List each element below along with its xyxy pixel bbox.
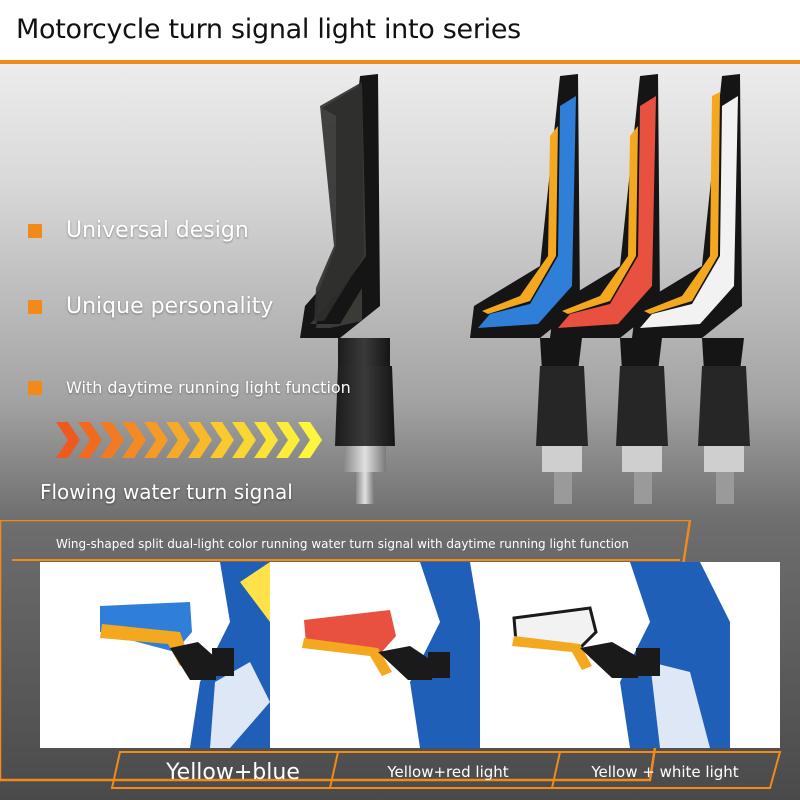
lamp-unit-blue: [470, 74, 588, 504]
photo-yellow-white: [480, 562, 780, 748]
flowing-signal-label: Flowing water turn signal: [40, 480, 293, 504]
turn-signal-lights-colored: [470, 74, 750, 504]
bullet-square-icon: [28, 380, 42, 395]
chevron-icon: [254, 422, 278, 458]
caption-yellow-white: Yellow + white light: [591, 763, 739, 781]
feature-unique-personality: Unique personality: [28, 294, 273, 319]
chevron-icon: [78, 422, 102, 458]
flowing-chevron-arrows-icon: [56, 422, 322, 458]
chevron-icon: [122, 422, 146, 458]
chevron-icon: [232, 422, 256, 458]
chevron-icon: [100, 422, 124, 458]
page-title: Motorcycle turn signal light into series: [16, 14, 521, 45]
caption-yellow-blue: Yellow+blue: [166, 759, 300, 785]
comparison-panel: [0, 520, 782, 789]
chevron-icon: [56, 422, 80, 458]
chevron-icon: [166, 422, 190, 458]
photo-yellow-blue: [40, 562, 270, 748]
title-bar: Motorcycle turn signal light into series: [0, 0, 800, 62]
chevron-icon: [188, 422, 212, 458]
chevron-icon: [298, 422, 322, 458]
title-underline: [0, 60, 800, 64]
bullet-square-icon: [28, 299, 42, 314]
chevron-icon: [210, 422, 234, 458]
turn-signal-lights: [300, 74, 395, 504]
feature-daytime-running-light: With daytime running light function: [28, 378, 351, 397]
panel-subtitle: Wing-shaped split dual-light color runni…: [56, 537, 629, 551]
caption-yellow-red: Yellow+red light: [387, 763, 509, 781]
chevron-icon: [144, 422, 168, 458]
feature-universal-design: Universal design: [28, 218, 249, 243]
feature-label: Universal design: [66, 218, 249, 243]
photo-yellow-red: [270, 562, 480, 748]
lamp-unit-red: [550, 74, 668, 504]
feature-label: Unique personality: [66, 294, 274, 319]
feature-label: With daytime running light function: [66, 378, 351, 397]
chevron-icon: [276, 422, 300, 458]
bullet-square-icon: [28, 223, 42, 238]
lamp-unit-smoked: [300, 74, 395, 504]
lamp-unit-white: [632, 74, 750, 504]
